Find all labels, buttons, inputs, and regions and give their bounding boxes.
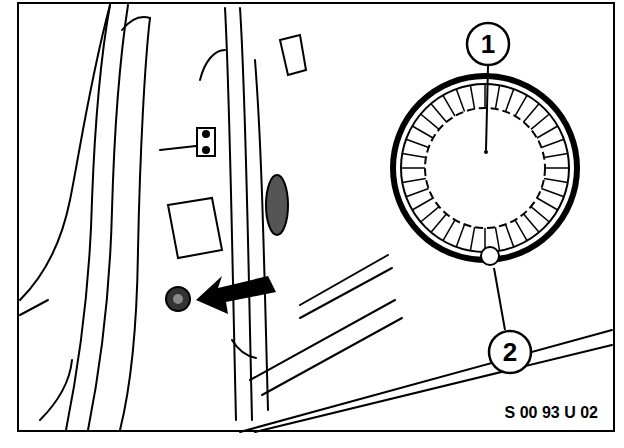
ring-segment <box>545 167 569 169</box>
ring-segment <box>401 167 425 169</box>
ring-segment <box>524 214 539 232</box>
callout-number: 2 <box>503 337 517 367</box>
plug-center <box>173 294 183 304</box>
ring-segment <box>544 178 568 182</box>
striker <box>197 128 215 156</box>
ring-segment <box>443 95 455 116</box>
plug <box>166 287 190 311</box>
ring-segment <box>421 114 439 129</box>
ring-segment <box>443 220 455 241</box>
ring-segment <box>412 198 433 210</box>
ring-segment <box>515 220 527 241</box>
frame <box>18 3 614 431</box>
ring-segment <box>456 224 464 247</box>
ring-segment <box>406 189 429 197</box>
ring-segment <box>456 89 464 112</box>
ring-segment <box>402 153 426 157</box>
ring-segment <box>495 227 499 251</box>
ring-segment <box>524 104 539 122</box>
ring-segment <box>506 224 514 247</box>
pillar-drawing <box>20 5 612 432</box>
ring-segment <box>537 126 558 138</box>
ring-segment <box>484 84 486 108</box>
ring-segment <box>406 139 429 147</box>
ring-segment <box>541 139 564 147</box>
ring-segment <box>531 207 549 222</box>
ring-segment <box>421 207 439 222</box>
ring-segment <box>537 198 558 210</box>
ring-segment <box>506 89 514 112</box>
ring-segment <box>470 85 474 109</box>
pointer-arrow <box>196 276 276 314</box>
ring-segment <box>541 189 564 197</box>
ring-segment <box>495 85 499 109</box>
ring-segment <box>412 126 433 138</box>
callout-number: 1 <box>481 29 495 59</box>
ring-segment <box>431 104 446 122</box>
cable-grommet <box>266 175 288 235</box>
ring-segment <box>531 114 549 129</box>
ring-segment <box>470 227 474 251</box>
callout-circles <box>467 23 531 373</box>
figure-code: S 00 93 U 02 <box>503 403 600 423</box>
magnified-plug <box>393 76 577 265</box>
ring-segment <box>515 95 527 116</box>
ring-segment <box>431 214 446 232</box>
ring-segment <box>402 178 426 182</box>
ring-segment <box>544 153 568 157</box>
